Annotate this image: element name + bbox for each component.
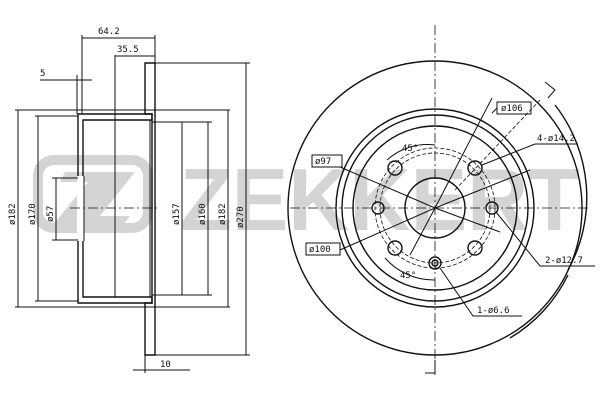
dim-d57: ø57 bbox=[46, 206, 56, 222]
dim-35-5: 35.5 bbox=[117, 45, 139, 55]
dim-d270: ø270 bbox=[236, 206, 246, 228]
center-bore bbox=[77, 176, 84, 241]
label-1-hole: 1-ø6.6 bbox=[477, 306, 510, 316]
bolt-holes bbox=[371, 160, 499, 270]
watermark-text: ZEKKERT bbox=[180, 150, 580, 249]
label-d97: ø97 bbox=[315, 157, 331, 167]
side-view: 64.2 35.5 5 10 ø182 ø170 ø57 ø157 ø160 ø… bbox=[8, 27, 250, 373]
label-d100: ø100 bbox=[309, 245, 331, 255]
label-2-holes: 2-ø12.7 bbox=[545, 256, 583, 266]
dim-10: 10 bbox=[160, 360, 171, 370]
front-view: ø106 ø97 ø100 4-ø14.2 2-ø12.7 1-ø6.6 45°… bbox=[287, 25, 595, 375]
dim-d182-right: ø182 bbox=[218, 203, 228, 225]
dim-d157: ø157 bbox=[172, 203, 182, 225]
zekkert-watermark-logo: ZEKKERT bbox=[33, 150, 580, 249]
hat-section bbox=[77, 113, 153, 304]
dim-d170: ø170 bbox=[28, 203, 38, 225]
outer-disc-circle bbox=[287, 60, 583, 356]
angle-top: 45° bbox=[402, 144, 418, 154]
label-d106: ø106 bbox=[501, 104, 523, 114]
dim-5: 5 bbox=[40, 69, 45, 79]
angle-bottom: 45° bbox=[400, 271, 416, 281]
dim-d160: ø160 bbox=[198, 203, 208, 225]
label-4-holes: 4-ø14.2 bbox=[537, 134, 575, 144]
dim-d182-left: ø182 bbox=[8, 203, 18, 225]
hub-bore-circle bbox=[404, 177, 466, 239]
dim-64-2: 64.2 bbox=[98, 27, 120, 37]
